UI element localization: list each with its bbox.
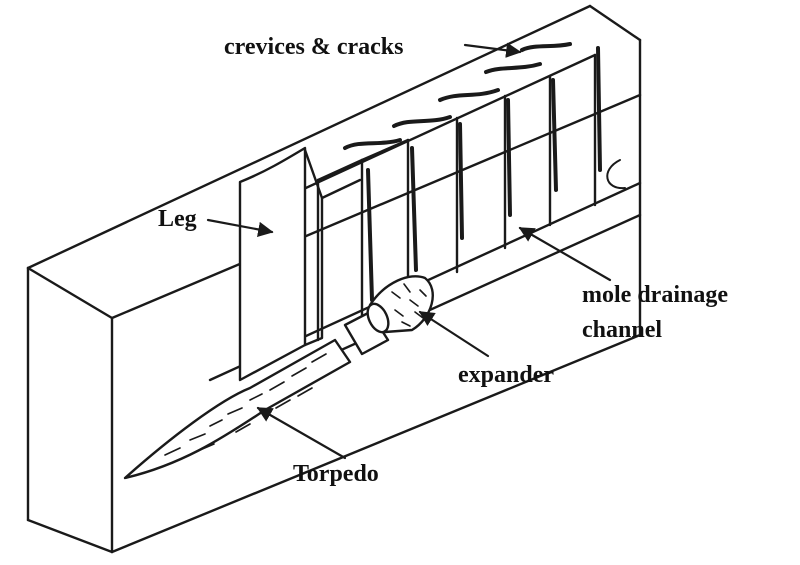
arrow-crevices bbox=[463, 42, 522, 58]
cracks bbox=[343, 42, 602, 302]
plough-leg bbox=[238, 146, 362, 382]
expander-body bbox=[343, 275, 434, 356]
label-expander: expander bbox=[458, 362, 554, 388]
arrow-mole bbox=[518, 226, 612, 282]
label-crevices: crevices & cracks bbox=[224, 34, 403, 60]
torpedo bbox=[123, 338, 352, 480]
label-mole-line1: mole drainage bbox=[582, 282, 728, 308]
soil-segments bbox=[316, 53, 597, 342]
arrow-leg bbox=[206, 218, 274, 238]
label-leg: Leg bbox=[158, 206, 197, 232]
label-torpedo: Torpedo bbox=[293, 461, 379, 487]
arrow-expander bbox=[418, 310, 490, 358]
arrow-torpedo bbox=[256, 406, 347, 460]
arrows bbox=[206, 42, 612, 460]
label-mole-line2: channel bbox=[582, 317, 662, 343]
slot-walls bbox=[110, 53, 642, 320]
